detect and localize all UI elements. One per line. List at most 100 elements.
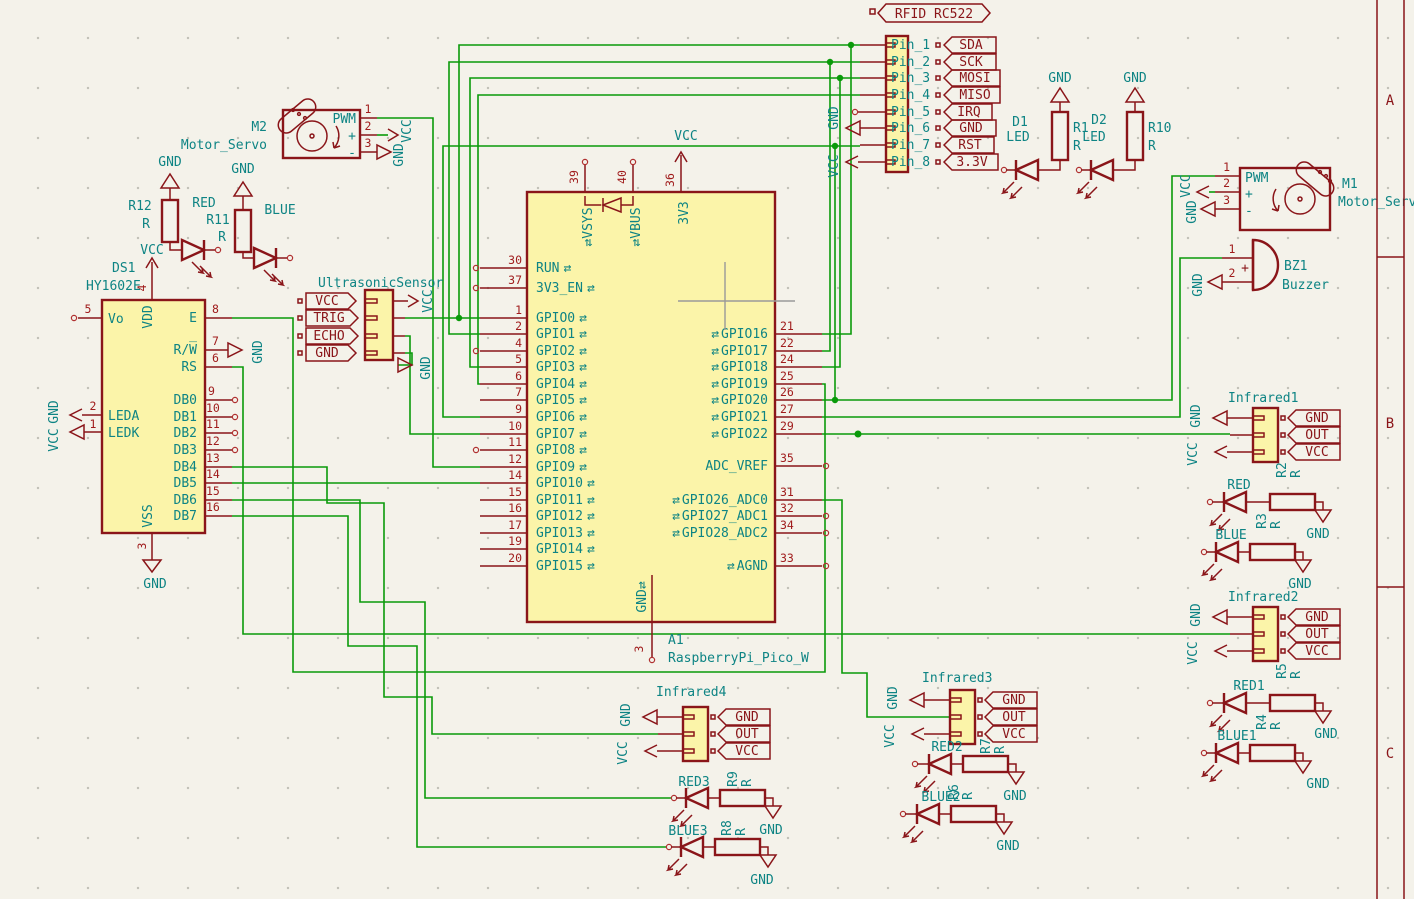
net-flag[interactable] (942, 36, 997, 54)
gnd-symbol (908, 691, 925, 709)
gnd-symbol (1211, 409, 1228, 427)
resistor[interactable] (1268, 693, 1317, 713)
svg-text:VCC: VCC (1305, 445, 1328, 460)
net-flag[interactable] (1286, 426, 1341, 444)
wire (232, 466, 658, 735)
net-flag[interactable] (305, 344, 358, 362)
svg-text:RS: RS (181, 360, 197, 375)
net-flag[interactable] (305, 292, 358, 310)
resistor[interactable] (1248, 743, 1297, 763)
resistor[interactable] (1125, 110, 1145, 162)
wire (232, 515, 667, 848)
resistor[interactable] (1268, 492, 1317, 512)
resistor[interactable] (160, 198, 180, 244)
svg-text:GND⇄: GND⇄ (635, 581, 650, 612)
ultrasonic-body[interactable] (363, 288, 395, 362)
junction (831, 396, 839, 404)
led-diode[interactable] (683, 786, 710, 810)
net-flag[interactable] (716, 725, 771, 743)
svg-text:GND: GND (315, 346, 339, 361)
led-diode[interactable] (1221, 691, 1248, 715)
net-flag[interactable] (983, 691, 1038, 709)
resistor[interactable] (949, 804, 998, 824)
net-flag[interactable] (716, 708, 771, 726)
net-flag[interactable] (942, 103, 993, 121)
net-flag[interactable] (1286, 409, 1341, 427)
svg-text:GND: GND (143, 577, 167, 592)
net-flag[interactable] (983, 708, 1038, 726)
left-led-group: GND R12 R RED GND R11 R BLUE (128, 155, 296, 287)
net-flag[interactable] (716, 742, 771, 760)
svg-text:R: R (734, 828, 749, 836)
svg-text:RUN⇄: RUN⇄ (536, 261, 571, 276)
resistor[interactable] (961, 754, 1010, 774)
net-flag[interactable] (1286, 625, 1341, 643)
net-flag[interactable] (942, 153, 999, 171)
svg-text:D1: D1 (1012, 115, 1028, 130)
svg-text:E: E (189, 311, 197, 326)
resistor[interactable] (713, 837, 762, 857)
svg-text:3: 3 (632, 645, 646, 652)
net-flag[interactable] (1286, 443, 1341, 461)
svg-text:VCC: VCC (1179, 174, 1194, 197)
led-diode[interactable] (1088, 158, 1115, 182)
svg-text:BLUE2: BLUE2 (921, 790, 960, 805)
svg-text:GPIO4⇄: GPIO4⇄ (536, 377, 587, 392)
svg-text:16: 16 (508, 501, 522, 515)
servo-body[interactable] (281, 108, 362, 160)
rfid-title-flag[interactable] (876, 3, 992, 23)
svg-text:ECHO: ECHO (313, 329, 344, 344)
servo-body[interactable] (1238, 166, 1332, 232)
net-flag[interactable] (1286, 642, 1341, 660)
rfid-connector-body[interactable] (884, 34, 910, 174)
led-diode[interactable] (180, 238, 207, 262)
resistor[interactable] (233, 208, 253, 254)
svg-text:GND: GND (996, 839, 1020, 854)
led-emission-arrows (665, 858, 688, 877)
pico-value: RaspberryPi_Pico_W (668, 651, 809, 666)
svg-text:⇄GPIO17: ⇄GPIO17 (711, 344, 768, 359)
svg-text:3: 3 (1223, 193, 1230, 207)
led-diode[interactable] (914, 802, 941, 826)
svg-text:R6: R6 (947, 784, 962, 800)
led-diode[interactable] (1213, 540, 1240, 564)
svg-text:TRIG: TRIG (313, 311, 344, 326)
net-flag[interactable] (942, 136, 995, 154)
net-flag[interactable] (305, 327, 360, 345)
svg-text:GPIO6⇄: GPIO6⇄ (536, 410, 587, 425)
net-flag[interactable] (305, 309, 360, 327)
led-diode[interactable] (1213, 741, 1240, 765)
led-diode[interactable] (678, 835, 705, 859)
net-flag[interactable] (1286, 608, 1341, 626)
net-flag[interactable] (942, 86, 1001, 104)
vcc-arrow (68, 408, 83, 422)
pico-body[interactable] (525, 190, 777, 624)
svg-text:DB2: DB2 (174, 426, 197, 441)
net-flag[interactable] (942, 53, 997, 71)
svg-text:GPIO13⇄: GPIO13⇄ (536, 526, 595, 541)
net-flag[interactable] (942, 69, 1001, 87)
resistor[interactable] (1050, 110, 1070, 162)
vcc-arrow (387, 128, 400, 142)
svg-text:3.3V: 3.3V (956, 155, 987, 170)
svg-text:5: 5 (515, 352, 522, 366)
resistor[interactable] (1248, 542, 1297, 562)
gnd-symbol (1199, 200, 1216, 218)
led-diode[interactable] (252, 246, 279, 270)
lcd-value: HY1602E (86, 279, 141, 294)
svg-text:GND: GND (1306, 527, 1330, 542)
resistor[interactable] (718, 788, 767, 808)
svg-text:13: 13 (206, 451, 220, 465)
svg-text:Pin_7: Pin_7 (891, 138, 930, 153)
led-diode[interactable] (926, 752, 953, 776)
led-diode[interactable] (1221, 490, 1248, 514)
net-flag[interactable] (983, 725, 1038, 743)
lcd-body[interactable] (100, 298, 207, 535)
gnd-symbol (1006, 771, 1026, 786)
buzzer-body[interactable] (1251, 238, 1280, 292)
svg-text:GND: GND (251, 340, 266, 364)
net-flag[interactable] (942, 119, 997, 137)
svg-text:Pin_5: Pin_5 (891, 105, 930, 120)
led-diode[interactable] (1013, 158, 1040, 182)
